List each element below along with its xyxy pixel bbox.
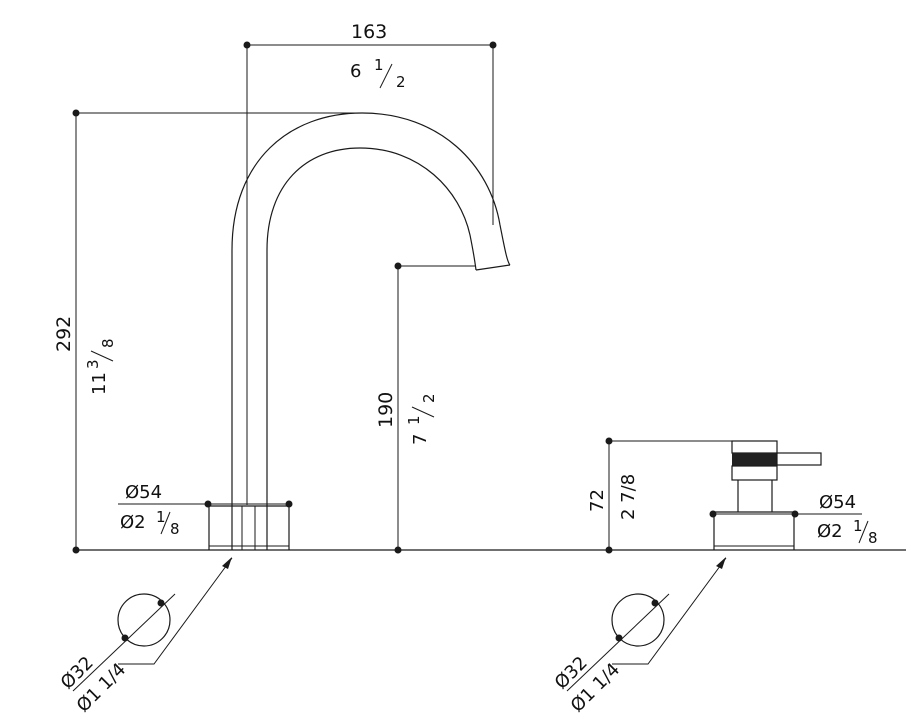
width-dimension: 163 6 1 2 (243, 21, 497, 505)
right-hole-detail: Ø32 Ø1 1/4 (551, 557, 727, 717)
handle-mm-label: 72 (587, 489, 608, 512)
width-in-whole: 6 (350, 61, 361, 82)
spout-mm-label: 190 (375, 392, 397, 428)
right-base-in-num: 1 (853, 517, 863, 535)
height-mm-label: 292 (53, 316, 75, 352)
left-base-in-whole: Ø2 (120, 512, 146, 533)
handle (713, 440, 822, 550)
right-base-dimension: Ø54 Ø2 1 8 (709, 492, 878, 547)
width-mm-label: 163 (351, 21, 387, 43)
width-in-den: 2 (396, 73, 406, 91)
left-base-dimension: Ø54 Ø2 1 8 (118, 482, 293, 538)
right-base-in-whole: Ø2 (817, 521, 843, 542)
right-base-in-den: 8 (868, 529, 878, 547)
spout-in-num: 1 (405, 415, 423, 425)
width-in-num: 1 (374, 56, 384, 74)
spout-in-den: 2 (420, 393, 438, 403)
left-base-in-den: 8 (170, 520, 180, 538)
handle-in-label: 2 7/8 (618, 474, 639, 520)
left-hole-detail: Ø32 Ø1 1/4 (57, 557, 233, 717)
right-base-mm: Ø54 (819, 492, 856, 513)
spout (208, 112, 511, 550)
handle-height-dimension: 72 2 7/8 (587, 437, 732, 554)
spout-in-whole: 7 (410, 434, 431, 445)
height-in-num: 3 (84, 359, 102, 369)
height-in-den: 8 (99, 338, 117, 348)
spout-height-dimension: 190 7 1 2 (375, 262, 476, 554)
height-in-whole: 11 (89, 372, 110, 395)
left-base-mm: Ø54 (125, 482, 162, 503)
left-base-in-num: 1 (156, 508, 166, 526)
height-dimension: 292 11 3 8 (53, 109, 360, 554)
